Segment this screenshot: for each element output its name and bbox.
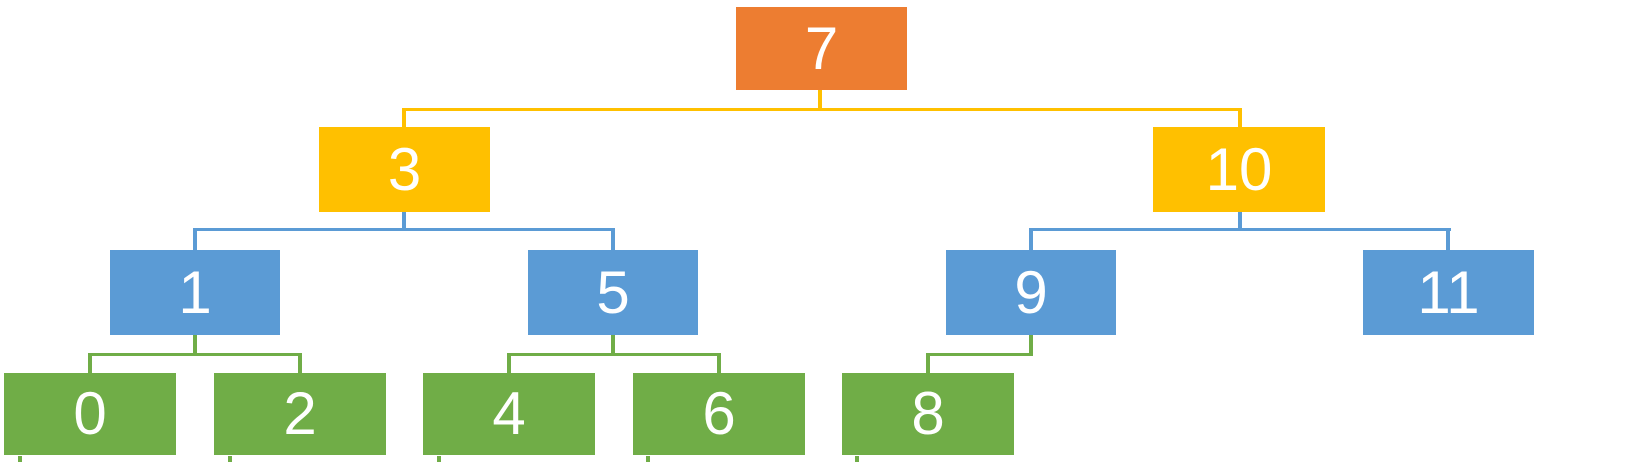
tree-node-label: 2 bbox=[283, 380, 317, 447]
cropped-connector-tick-below-8 bbox=[855, 456, 859, 462]
edge-5-stub bbox=[611, 335, 615, 355]
edge-10-drop bbox=[1238, 108, 1242, 127]
cropped-connector-tick-below-2 bbox=[228, 456, 232, 462]
edge-7-children-hline bbox=[402, 108, 1242, 111]
edge-10-stub bbox=[1238, 212, 1242, 231]
tree-node-7: 7 bbox=[736, 7, 907, 90]
tree-node-10: 10 bbox=[1153, 127, 1325, 212]
tree-node-label: 4 bbox=[492, 380, 526, 447]
tree-node-5: 5 bbox=[528, 250, 698, 335]
edge-1-drop bbox=[193, 228, 197, 250]
edge-3-children-hline bbox=[193, 228, 615, 231]
tree-node-0: 0 bbox=[4, 373, 176, 455]
tree-node-1: 1 bbox=[110, 250, 280, 335]
edge-2-drop bbox=[298, 353, 302, 373]
cropped-connector-tick-below-4 bbox=[437, 456, 441, 462]
tree-node-label: 11 bbox=[1417, 258, 1480, 326]
tree-node-6: 6 bbox=[633, 373, 805, 455]
tree-node-label: 0 bbox=[73, 380, 107, 447]
cropped-connector-tick-below-0 bbox=[18, 456, 22, 462]
edge-8-drop bbox=[926, 353, 930, 373]
edge-5-children-hline bbox=[507, 353, 721, 356]
edge-9-stub bbox=[1029, 335, 1033, 355]
edge-1-children-hline bbox=[88, 353, 302, 356]
tree-node-label: 5 bbox=[596, 258, 630, 326]
tree-node-label: 8 bbox=[911, 380, 945, 447]
edge-3-drop bbox=[402, 108, 406, 127]
tree-node-label: 7 bbox=[804, 14, 839, 82]
tree-node-8: 8 bbox=[842, 373, 1014, 455]
edge-6-drop bbox=[717, 353, 721, 373]
tree-node-9: 9 bbox=[946, 250, 1116, 335]
edge-1-stub bbox=[193, 335, 197, 355]
tree-node-label: 9 bbox=[1014, 258, 1048, 326]
edge-5-drop bbox=[611, 228, 615, 250]
tree-node-label: 3 bbox=[387, 135, 422, 203]
edge-9-drop bbox=[1029, 228, 1033, 250]
edge-4-drop bbox=[507, 353, 511, 373]
tree-node-label: 10 bbox=[1205, 135, 1273, 203]
tree-node-11: 11 bbox=[1363, 250, 1534, 335]
tree-node-label: 6 bbox=[702, 380, 736, 447]
tree-node-3: 3 bbox=[319, 127, 490, 212]
edge-10-children-hline bbox=[1029, 228, 1451, 231]
tree-node-4: 4 bbox=[423, 373, 595, 455]
edge-7-stub bbox=[818, 90, 822, 110]
edge-0-drop bbox=[88, 353, 92, 373]
edge-11-drop bbox=[1446, 228, 1450, 250]
tree-node-2: 2 bbox=[214, 373, 386, 455]
edge-3-stub bbox=[402, 212, 406, 231]
edge-9-children-hline bbox=[926, 353, 1033, 356]
tree-node-label: 1 bbox=[178, 258, 212, 326]
cropped-connector-tick-below-6 bbox=[646, 456, 650, 462]
